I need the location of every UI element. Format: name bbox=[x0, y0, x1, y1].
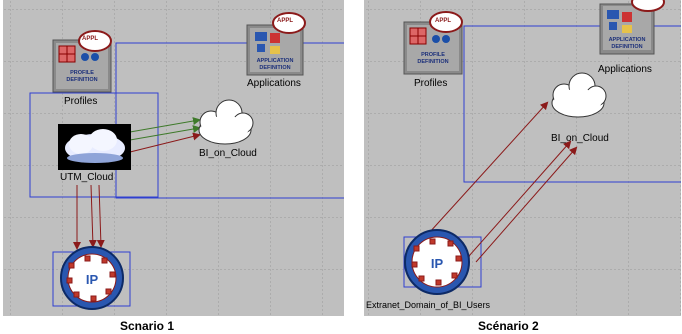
svg-text:APPLICATION: APPLICATION bbox=[609, 37, 646, 43]
svg-text:DEFINITION: DEFINITION bbox=[417, 59, 448, 65]
svg-text:IP: IP bbox=[431, 256, 444, 271]
utm-cloud-icon[interactable] bbox=[58, 124, 131, 170]
links bbox=[73, 117, 201, 250]
application-definition-icon[interactable]: APPLICATION DEFINITION bbox=[599, 0, 665, 55]
utm-cloud-label: UTM_Cloud bbox=[60, 172, 114, 183]
scenario-2-caption: Scénario 2 bbox=[478, 319, 539, 333]
scenario-1-panel: PROFILE DEFINITION APPLICATION DEFINITIO… bbox=[3, 0, 344, 316]
profile-definition-icon[interactable]: PROFILE DEFINITION bbox=[403, 11, 463, 75]
profiles-label: Profiles bbox=[414, 78, 448, 89]
svg-text:PROFILE: PROFILE bbox=[70, 70, 94, 76]
scenario-2-panel: PROFILE DEFINITION APPLICATION DEFINITIO… bbox=[364, 0, 681, 316]
links bbox=[412, 101, 578, 264]
profiles-badge: APPL bbox=[435, 18, 452, 24]
profile-definition-icon[interactable]: PROFILE DEFINITION bbox=[52, 30, 112, 93]
svg-text:PROFILE: PROFILE bbox=[421, 52, 445, 58]
applications-subnet-box bbox=[115, 42, 344, 199]
applications-label: Applications bbox=[247, 78, 301, 89]
applications-label: Applications bbox=[598, 64, 652, 75]
profiles-label: Profiles bbox=[64, 96, 98, 107]
bi-cloud-label: BI_on_Cloud bbox=[551, 133, 609, 144]
bi-cloud-icon[interactable] bbox=[198, 99, 254, 145]
svg-text:IP: IP bbox=[86, 272, 99, 287]
scenario-1-caption: Scnario 1 bbox=[120, 319, 175, 333]
ip-router-icon[interactable]: IP bbox=[404, 229, 470, 295]
bi-cloud-icon[interactable] bbox=[551, 72, 607, 118]
scenario-2-canvas: PROFILE DEFINITION APPLICATION DEFINITIO… bbox=[364, 0, 681, 316]
extranet-domain-label: Extranet_Domain_of_BI_Users bbox=[366, 300, 491, 310]
applications-badge: APPL bbox=[277, 18, 294, 24]
svg-text:DEFINITION: DEFINITION bbox=[259, 65, 290, 71]
ip-router-icon[interactable]: IP bbox=[60, 246, 124, 310]
svg-text:DEFINITION: DEFINITION bbox=[611, 44, 642, 50]
bi-cloud-label: BI_on_Cloud bbox=[199, 148, 257, 159]
profiles-badge: APPL bbox=[82, 36, 99, 42]
svg-text:DEFINITION: DEFINITION bbox=[66, 77, 97, 83]
application-definition-icon[interactable]: APPLICATION DEFINITION bbox=[246, 12, 306, 76]
scenario-1-canvas: PROFILE DEFINITION APPLICATION DEFINITIO… bbox=[3, 0, 344, 316]
svg-text:APPLICATION: APPLICATION bbox=[257, 58, 294, 64]
